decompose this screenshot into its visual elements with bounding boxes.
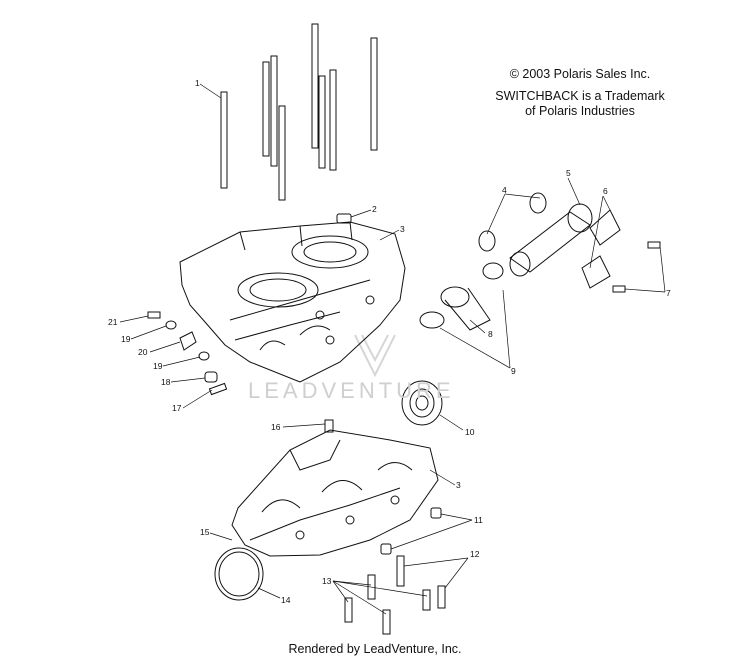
watermark-text: LEADVENTURE — [248, 378, 455, 403]
callout-6: 6 — [603, 186, 608, 196]
callout-17: 17 — [172, 403, 182, 413]
lower-crankcase — [231, 429, 439, 557]
watermark-logo — [354, 334, 396, 378]
stud-bolts — [220, 23, 378, 201]
callout-13: 13 — [322, 576, 332, 586]
callout-7: 7 — [666, 288, 671, 298]
copyright-line: © 2003 Polaris Sales Inc. — [509, 67, 651, 81]
callout-12: 12 — [470, 549, 480, 559]
callout-9: 9 — [511, 366, 516, 376]
callout-8: 8 — [488, 329, 493, 339]
dowel-pin — [336, 213, 352, 224]
fastener-parts-left — [147, 311, 228, 396]
intake-parts — [419, 192, 661, 331]
callout-18: 18 — [161, 377, 171, 387]
callout-15: 15 — [200, 527, 210, 537]
callout-2: 2 — [372, 204, 377, 214]
callout-16: 16 — [271, 422, 281, 432]
crankcase-bolts — [344, 507, 446, 635]
callout-19-upper: 19 — [121, 334, 131, 344]
leader-lines — [119, 83, 666, 615]
oil-stud — [324, 419, 334, 433]
callout-3-lower: 3 — [456, 480, 461, 490]
callout-5: 5 — [566, 168, 571, 178]
trademark-line: SWITCHBACK is a Trademark — [495, 89, 665, 103]
callout-14: 14 — [281, 595, 291, 605]
callout-20: 20 — [138, 347, 148, 357]
callout-numbers: 1 2 3 3 4 5 6 7 8 9 10 11 12 13 14 15 16… — [108, 78, 671, 605]
callout-4: 4 — [502, 185, 507, 195]
callout-3-upper: 3 — [400, 224, 405, 234]
footer-credit: Rendered by LeadVenture, Inc. — [288, 642, 462, 656]
callout-21: 21 — [108, 317, 118, 327]
trademark-owner-line: of Polaris Industries — [525, 104, 635, 118]
upper-crankcase — [179, 221, 406, 383]
callout-19-lower: 19 — [153, 361, 163, 371]
callout-10: 10 — [465, 427, 475, 437]
callout-11: 11 — [474, 515, 483, 525]
callout-1: 1 — [195, 78, 200, 88]
crank-seal — [401, 380, 443, 426]
snap-ring — [214, 547, 264, 601]
